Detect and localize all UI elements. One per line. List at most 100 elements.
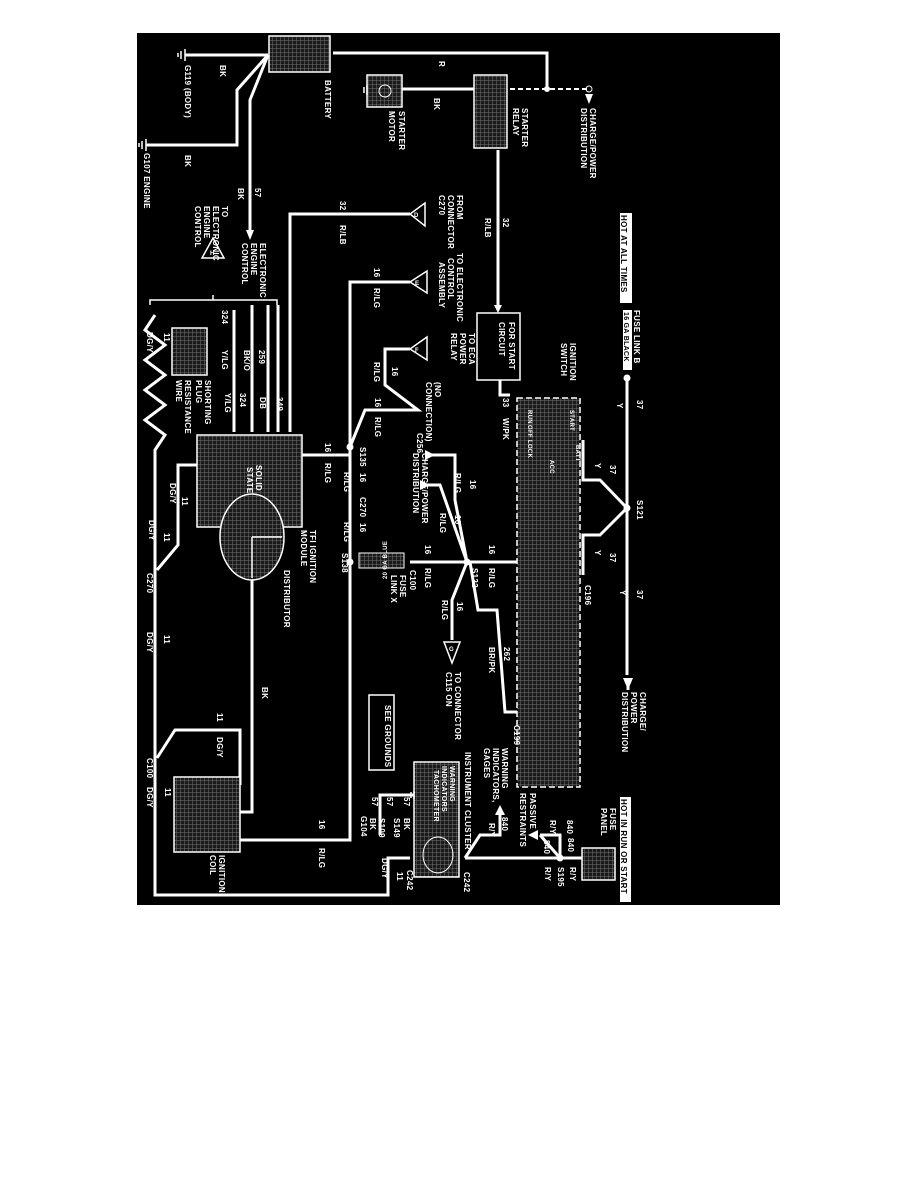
switch-pos-batt: BATT — [574, 445, 580, 462]
wire-label-ry: R/Y — [487, 823, 496, 838]
callout-d: D — [414, 213, 419, 219]
wire-label-rlg: R/LG — [342, 522, 351, 542]
wire-label-16: 16 — [317, 820, 326, 830]
connector-c100: C100 — [145, 758, 154, 779]
wire-label-ylg: Y/LG — [223, 393, 232, 413]
wire-bk-distributor-coil — [238, 580, 254, 814]
label-tfi-module-1: TFI IGNITION — [308, 530, 317, 583]
wire-label-dgy: DG/Y — [168, 483, 177, 504]
wire-label-16: 16 — [390, 367, 399, 377]
wire-label-57: 57 — [402, 797, 411, 807]
connector-c242: C242 — [462, 872, 471, 893]
wire-label-brpk: BR/PK — [487, 647, 496, 673]
label-g107: G107 ENGINE — [142, 153, 151, 209]
wire-label-37: 37 — [608, 465, 617, 475]
label-charge-power-mid-1: CHARGE/POWER — [420, 453, 429, 524]
wire-label-rlg: R/LG — [440, 600, 449, 620]
fuse-panel-box — [581, 847, 616, 881]
wire-label-324: 324 — [220, 310, 229, 324]
switch-pos-off: OFF — [526, 425, 532, 438]
wire-label-y: Y — [618, 590, 627, 596]
callout-triangle-e — [408, 269, 428, 295]
wire-label-57: 57 — [385, 797, 394, 807]
wire-label-bk: BK — [368, 818, 377, 830]
wire-label-rlg: R/LG — [323, 463, 332, 483]
arrow-passive-restraints — [528, 830, 538, 840]
battery-box — [268, 35, 331, 73]
wire-label-33: 33 — [501, 398, 510, 408]
label-fuse-link-b: FUSE LINK B — [632, 310, 641, 364]
wire-label-11: 11 — [162, 333, 171, 342]
label-from-connector-1: FROM — [455, 195, 464, 220]
connector-s135: S135 — [358, 447, 367, 467]
callout-triangle-g — [442, 641, 462, 666]
wire-16-rlg-c256 — [348, 347, 423, 448]
wire-label-11: 11 — [162, 635, 171, 644]
wire-label-rlb: R/LB — [483, 218, 492, 238]
wire-label-37: 37 — [608, 553, 617, 563]
connector-c270: C270 — [145, 573, 154, 594]
callout-f: F — [415, 348, 419, 354]
wire-label-bk: BK — [183, 155, 192, 167]
splice-s122 — [463, 558, 471, 566]
wire-label-dgy: DG/Y — [145, 787, 154, 808]
label-no-connection-1: (NO — [433, 382, 442, 398]
wire-label-bk: BK — [236, 188, 245, 200]
label-to-eca-relay-2: POWER — [458, 333, 467, 365]
fuse-link-x-box — [358, 552, 405, 569]
wire-label-rlg: R/LG — [423, 568, 432, 588]
label-to-connector-2: C115 ON — [444, 672, 453, 707]
hot-at-all-times-box — [620, 213, 632, 303]
label-warning-indicators-1: WARNING — [500, 748, 509, 789]
connector-c199: C199 — [512, 725, 521, 746]
wire-label-259: 259 — [257, 350, 266, 364]
label-from-connector-2: CONNECTOR — [446, 195, 455, 249]
wire-label-11: 11 — [180, 497, 189, 506]
label-shorting-plug-1: SHORTING — [203, 380, 212, 425]
wire-label-rlb: R/LB — [338, 225, 347, 245]
wire-label-bk: BK — [432, 98, 441, 110]
wire-label-ry: R/Y — [568, 867, 577, 882]
label-to-connector-1: TO CONNECTOR — [453, 672, 462, 740]
wire-label-dgy: DG/Y — [380, 858, 389, 879]
wire-label-16: 16 — [455, 602, 464, 612]
ignition-switch-box — [516, 397, 581, 788]
label-shorting-plug-4: WIRE — [174, 380, 183, 402]
wire-label-rlg: R/LG — [372, 288, 381, 308]
header-hot-in-run-or-start: HOT IN RUN OR START — [619, 799, 628, 894]
arrow-charge-top — [585, 94, 593, 104]
connector-s121: S121 — [635, 500, 644, 520]
arrow-charge-right — [623, 678, 633, 690]
wire-label-16: 16 — [423, 545, 432, 555]
label-ignition-coil-1: IGNITION — [217, 855, 226, 893]
switch-pos-acc: ACC — [548, 460, 554, 474]
wire-label-840: 840 — [566, 838, 575, 852]
label-solid-state-2: STATE — [245, 467, 254, 494]
callout-triangle-d — [408, 201, 426, 228]
shorting-plug-box — [171, 327, 208, 376]
header-hot-at-all-times: HOT AT ALL TIMES — [619, 215, 628, 293]
wire-label-262: 262 — [502, 647, 511, 661]
wire-label-dgy: DG/Y — [215, 737, 224, 758]
label-cluster-inner-1: WARNING — [448, 766, 455, 802]
connector-c270: C270 — [358, 497, 367, 518]
wire-label-840: 840 — [500, 817, 509, 831]
wire-label-16: 16 — [372, 268, 381, 278]
for-start-circuit-box — [476, 312, 521, 381]
switch-pos-run: RUN — [526, 410, 532, 424]
wire-label-16: 16 — [468, 480, 477, 490]
label-tfi-module-2: MODULE — [299, 530, 308, 567]
eec-brace — [149, 295, 278, 305]
switch-pos-start: START — [568, 410, 574, 431]
wire-11-dgy-module — [155, 463, 200, 571]
splice-battery-relay — [544, 86, 550, 92]
label-passive-restraints-1: PASSIVE — [528, 793, 537, 830]
label-to-eca-assembly-3: ASSEMBLY — [437, 262, 446, 308]
label-eec-3: CONTROL — [240, 243, 249, 285]
label-g119: G119 (BODY) — [183, 65, 192, 118]
wire-57-eec — [248, 54, 270, 230]
label-charge-power-right-1: CHARGE/ — [638, 692, 647, 731]
wire-label-rlg: R/LG — [317, 848, 326, 868]
label-fuse-panel-1: FUSE — [608, 808, 617, 831]
